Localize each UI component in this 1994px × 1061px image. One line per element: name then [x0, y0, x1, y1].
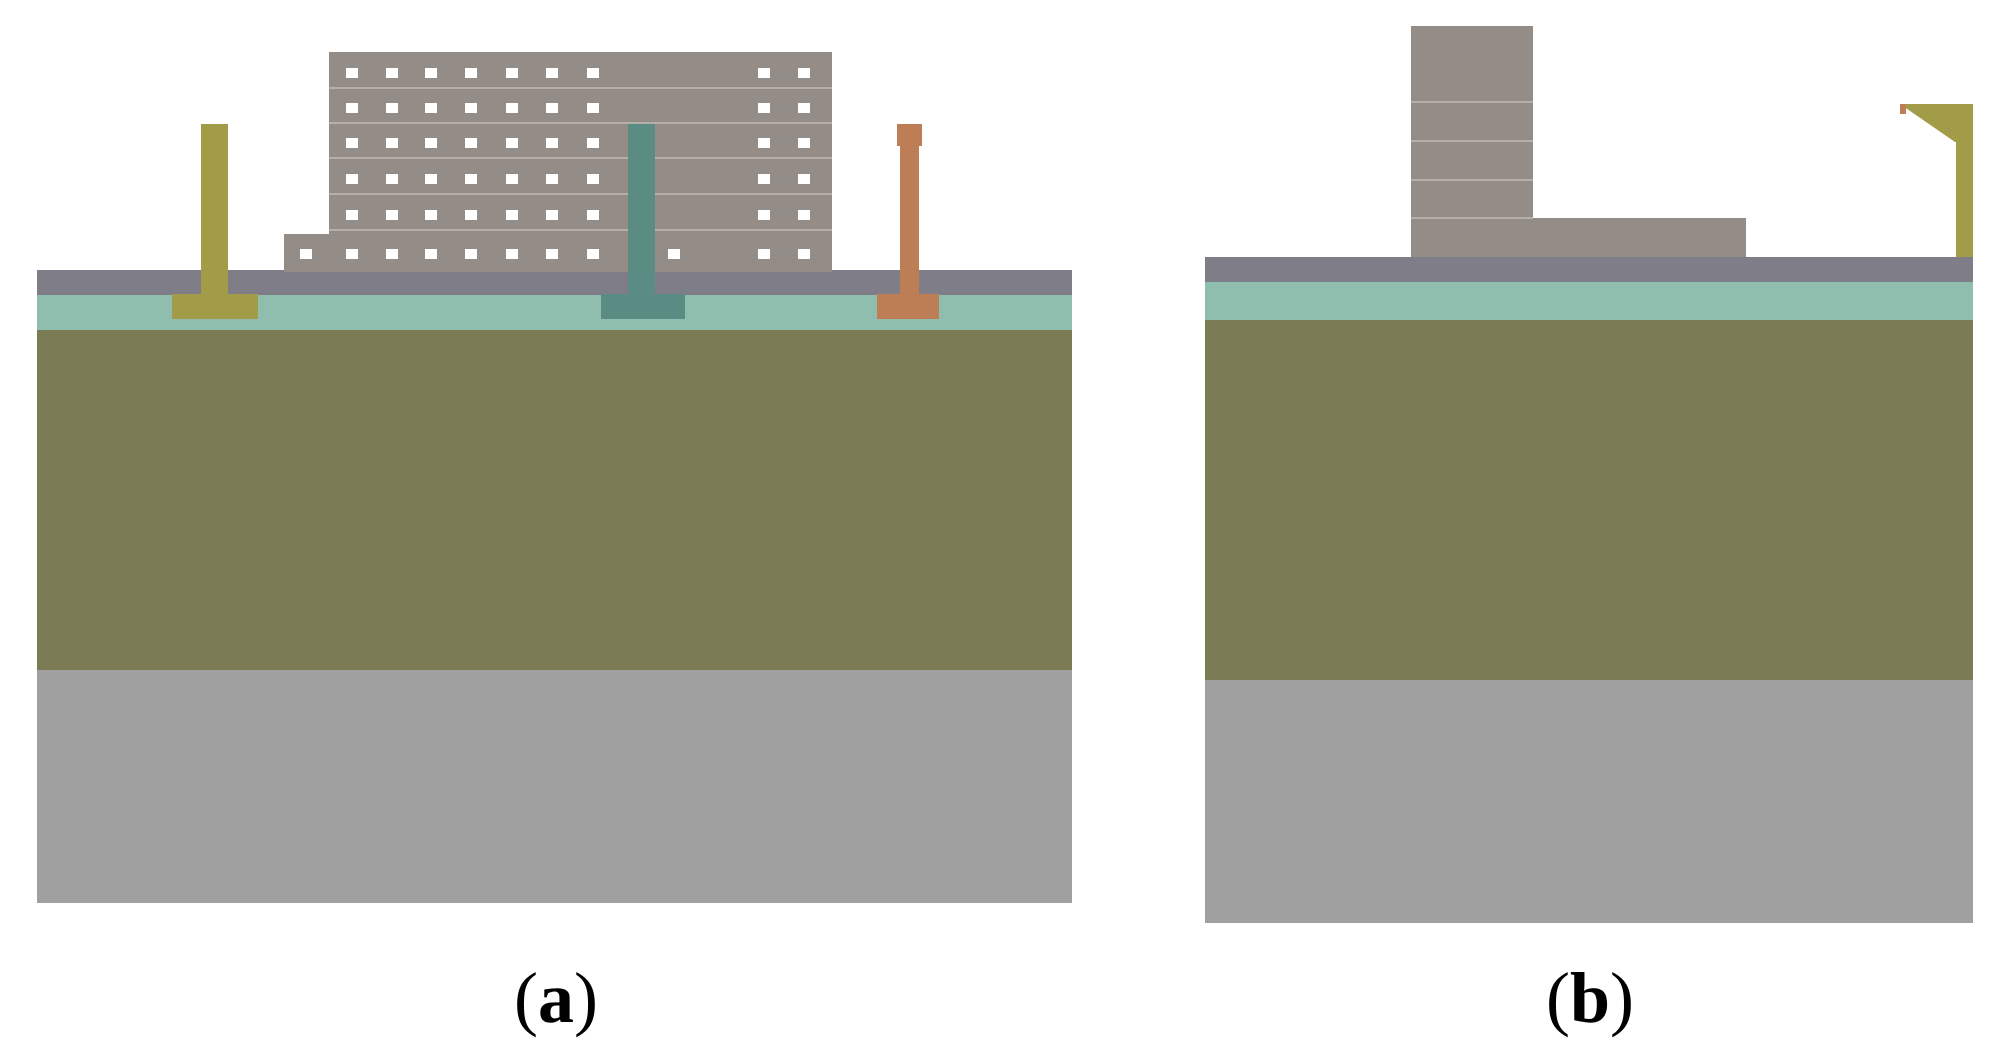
- building-window: [386, 68, 398, 78]
- panel-b-diagram: [1205, 26, 1973, 923]
- building-window: [346, 138, 358, 148]
- building-window: [425, 249, 437, 259]
- building-window: [798, 68, 810, 78]
- epi-layer: [1205, 320, 1973, 680]
- building-window: [506, 174, 518, 184]
- building-window: [386, 103, 398, 113]
- building-window: [758, 68, 770, 78]
- building-window: [758, 249, 770, 259]
- building-window: [587, 138, 599, 148]
- building-block: [284, 52, 832, 272]
- building-window: [465, 68, 477, 78]
- panel-b-caption: (b): [1545, 958, 1634, 1038]
- building-window: [798, 103, 810, 113]
- building-window: [346, 103, 358, 113]
- panel-a-caption: (a): [514, 958, 598, 1038]
- building-window: [546, 174, 558, 184]
- building-window: [546, 68, 558, 78]
- building-window: [346, 174, 358, 184]
- building-window: [386, 138, 398, 148]
- building-window: [587, 210, 599, 220]
- building-window: [425, 210, 437, 220]
- building-window: [506, 68, 518, 78]
- building-window: [386, 249, 398, 259]
- building-window: [546, 138, 558, 148]
- drain-contact: [877, 124, 939, 319]
- building-window: [798, 138, 810, 148]
- building-window: [798, 210, 810, 220]
- building-window: [425, 138, 437, 148]
- building-window: [506, 210, 518, 220]
- building-window: [425, 174, 437, 184]
- building-window: [346, 68, 358, 78]
- passivation-layer: [1205, 257, 1973, 282]
- building-window: [346, 210, 358, 220]
- building-window: [587, 174, 599, 184]
- building-window: [758, 210, 770, 220]
- building-window: [506, 103, 518, 113]
- gate-contact: [601, 124, 685, 319]
- building-window: [346, 249, 358, 259]
- building-window: [798, 249, 810, 259]
- building-window: [546, 103, 558, 113]
- building-window: [758, 174, 770, 184]
- side-contact: [1900, 104, 1973, 257]
- building-window: [386, 210, 398, 220]
- building-window: [587, 68, 599, 78]
- panel-a-label: a: [538, 958, 574, 1038]
- substrate-layer: [1205, 680, 1973, 923]
- building-window: [546, 249, 558, 259]
- building-window: [465, 249, 477, 259]
- building-window: [668, 249, 680, 259]
- building-window: [386, 174, 398, 184]
- building-window: [587, 103, 599, 113]
- source-contact: [172, 124, 258, 319]
- building-window: [798, 174, 810, 184]
- panel-a-diagram: [37, 52, 1072, 903]
- building-window: [425, 103, 437, 113]
- building-window: [506, 138, 518, 148]
- substrate-layer: [37, 670, 1072, 903]
- building-window: [425, 68, 437, 78]
- building-window: [506, 249, 518, 259]
- building-window: [465, 210, 477, 220]
- building-block: [1411, 26, 1746, 257]
- building-window: [465, 174, 477, 184]
- panel-b-label: b: [1569, 958, 1611, 1038]
- epi-layer: [37, 330, 1072, 670]
- building-window: [465, 138, 477, 148]
- building-window: [758, 138, 770, 148]
- channel-layer: [1205, 282, 1973, 320]
- building-window: [587, 249, 599, 259]
- building-window: [465, 103, 477, 113]
- building-window: [758, 103, 770, 113]
- building-window: [546, 210, 558, 220]
- building-window: [300, 249, 312, 259]
- building-main: [329, 52, 832, 272]
